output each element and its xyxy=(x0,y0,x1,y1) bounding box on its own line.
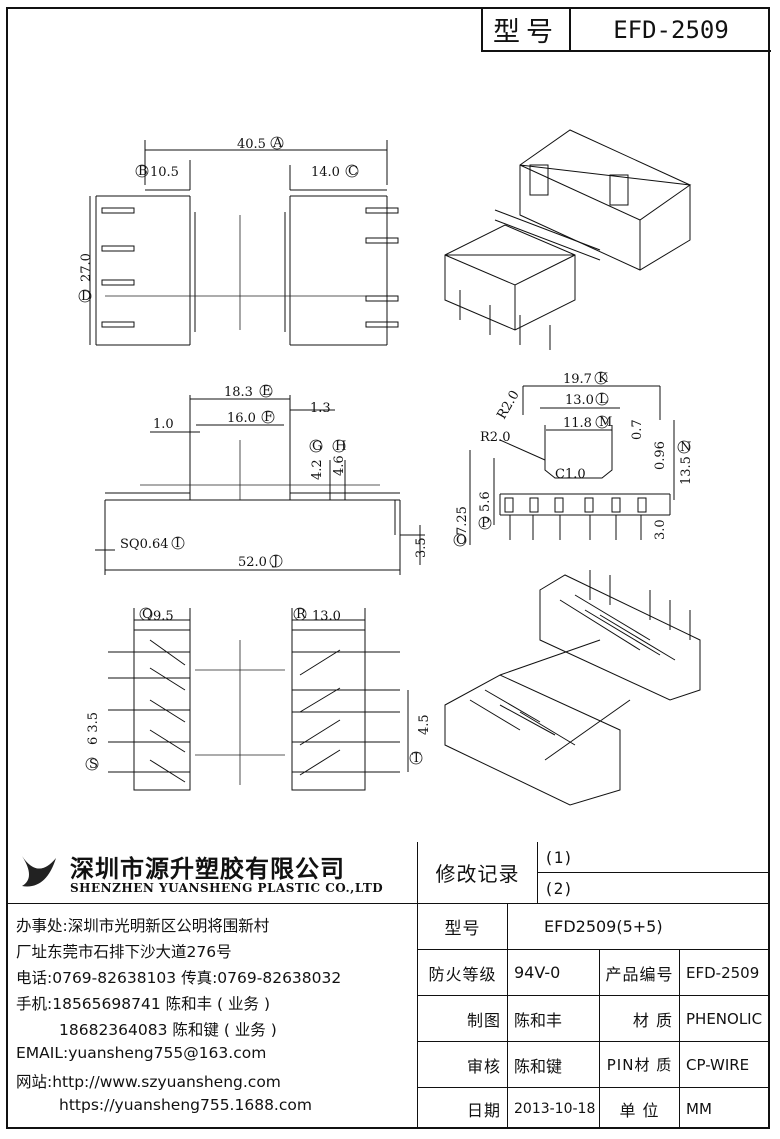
dim-27-0: 27.0 xyxy=(79,253,94,282)
drawn-label: 制图 xyxy=(418,996,508,1042)
iso-view-top xyxy=(444,129,692,350)
dim-0-7: 0.7 xyxy=(630,419,645,440)
fire-rating-label: 防火等级 xyxy=(418,950,508,996)
dim-4-5: 4.5 xyxy=(417,714,432,735)
tag-r: R xyxy=(296,607,307,622)
dim-4-6: 4.6 xyxy=(332,455,347,476)
tag-s: S xyxy=(89,757,98,772)
pin-material-value: CP-WIRE xyxy=(680,1042,770,1088)
revision-2: (2) xyxy=(538,873,770,904)
tag-t: T xyxy=(412,751,421,766)
company-name-cn: 深圳市源升塑胶有限公司 xyxy=(70,855,345,883)
bottom-view: Q 9.5 R 13.0 6 3.5 S 4.5 xyxy=(85,607,432,791)
product-no-label: 产品编号 xyxy=(600,950,680,996)
fire-rating-value: 94V-0 xyxy=(508,950,600,996)
tag-e: E xyxy=(262,384,272,399)
company-logo xyxy=(22,856,56,887)
dim-1-0: 1.0 xyxy=(153,417,174,432)
dim-9-5: 9.5 xyxy=(153,609,174,624)
dim-40-5: 40.5 xyxy=(237,137,266,152)
tag-b: B xyxy=(138,164,148,179)
top-view: 40.5 A B 10.5 14.0 C 27.0 D xyxy=(78,136,399,346)
tag-q: Q xyxy=(142,607,153,622)
dim-18-3: 18.3 xyxy=(224,385,253,400)
dim-3-0: 3.0 xyxy=(653,519,668,540)
unit-value: MM xyxy=(686,1099,712,1118)
dim-10-5: 10.5 xyxy=(150,165,179,180)
date-label: 日期 xyxy=(418,1088,508,1129)
model-row-value: EFD2509(5+5) xyxy=(508,904,770,950)
title-block-bottom: 深圳市源升塑胶有限公司 SHENZHEN YUANSHENG PLASTIC C… xyxy=(6,842,770,1129)
tag-m: M xyxy=(599,415,612,430)
title-block: 型号 EFD-2509 xyxy=(481,9,771,52)
dim-13-0: 13.0 xyxy=(565,393,594,408)
tag-j: J xyxy=(271,554,278,569)
dim-sq0-64: SQ0.64 xyxy=(120,537,169,552)
dim-13-0-b: 13.0 xyxy=(312,609,341,624)
unit-label: 单 位 xyxy=(600,1088,680,1129)
website-link-2[interactable]: https://yuansheng755.1688.com xyxy=(59,1096,312,1114)
mobile-2: 18682364083 陈和键 ( 业务 ) xyxy=(59,1021,277,1039)
drawn-value: 陈和丰 xyxy=(508,996,600,1042)
iso-view-bottom xyxy=(444,570,701,806)
tag-p: P xyxy=(481,516,490,531)
dim-19-7: 19.7 xyxy=(563,372,592,387)
dim-13-5: 13.5 xyxy=(679,456,694,485)
tag-g: G xyxy=(312,439,322,454)
dim-0-96: 0.96 xyxy=(653,441,668,470)
pin-material-label: PIN材 质 xyxy=(600,1042,680,1088)
tag-a: A xyxy=(272,136,283,151)
revision-label: 修改记录 xyxy=(418,842,538,904)
dim-52-0: 52.0 xyxy=(238,555,267,570)
mobile-1: 手机:18565698741 陈和丰 ( 业务 ) xyxy=(16,995,271,1013)
contact-info: 办事处:深圳市光明新区公明将围新村 厂址东莞市石排下沙大道276号 电话:076… xyxy=(6,904,418,1129)
dim-3-5: 3.5 xyxy=(414,537,429,558)
side-view: 18.3 E 16.0 F 1.0 1.3 4.2 G 4.6 H SQ0.64… xyxy=(95,384,429,575)
dim-c1-0: C1.0 xyxy=(555,467,586,482)
material-label: 材 质 xyxy=(600,996,680,1042)
product-no-value: EFD-2509 xyxy=(680,950,770,996)
dim-4-2: 4.2 xyxy=(310,459,325,480)
office-address: 办事处:深圳市光明新区公明将围新村 xyxy=(16,917,270,935)
email[interactable]: EMAIL:yuansheng755@163.com xyxy=(16,1044,267,1062)
review-value: 陈和键 xyxy=(508,1042,600,1088)
tag-o: O xyxy=(456,533,467,548)
dim-16-0: 16.0 xyxy=(227,411,256,426)
dim-5-6: 5.6 xyxy=(478,491,493,512)
drawing-frame xyxy=(6,7,770,1129)
dim-1-3: 1.3 xyxy=(310,401,331,416)
tag-c: C xyxy=(348,164,358,179)
revision-1: (1) xyxy=(538,842,770,873)
dim-14-0: 14.0 xyxy=(311,165,340,180)
pin-row-right xyxy=(292,649,400,776)
review-label: 审核 xyxy=(418,1042,508,1088)
model-row-label: 型号 xyxy=(418,904,508,950)
phone-fax: 电话:0769-82638103 传真:0769-82638032 xyxy=(16,969,342,987)
factory-address: 厂址东莞市石排下沙大道276号 xyxy=(16,943,232,961)
dim-6-3-5: 6 3.5 xyxy=(86,712,101,745)
dim-11-8: 11.8 xyxy=(563,416,592,431)
company-name-en: SHENZHEN YUANSHENG PLASTIC CO.,LTD xyxy=(70,881,384,895)
model-number: EFD-2509 xyxy=(613,15,729,44)
material-value: PHENOLIC xyxy=(680,996,770,1042)
tag-i: I xyxy=(175,536,180,551)
dim-7-25: 7.25 xyxy=(455,506,470,535)
tag-f: F xyxy=(264,410,273,425)
tag-d: D xyxy=(81,289,91,304)
date-value: 2013-10-18 xyxy=(508,1088,600,1129)
tag-h: H xyxy=(335,439,346,454)
company-header: 深圳市源升塑胶有限公司 SHENZHEN YUANSHENG PLASTIC C… xyxy=(6,842,418,904)
pin-row-left xyxy=(108,639,190,783)
model-label: 型号 xyxy=(483,9,571,50)
website-link[interactable]: 网站:http://www.szyuansheng.com xyxy=(16,1073,281,1091)
dim-r2-0-a: R2.0 xyxy=(494,388,522,422)
tag-k: K xyxy=(598,371,608,386)
front-view: 19.7 K 13.0 L 11.8 M R2.0 R2.0 C1.0 0.7 … xyxy=(453,371,694,548)
tag-l: L xyxy=(599,392,608,407)
tag-n: N xyxy=(680,440,691,455)
technical-drawing: 40.5 A B 10.5 14.0 C 27.0 D xyxy=(78,129,701,806)
